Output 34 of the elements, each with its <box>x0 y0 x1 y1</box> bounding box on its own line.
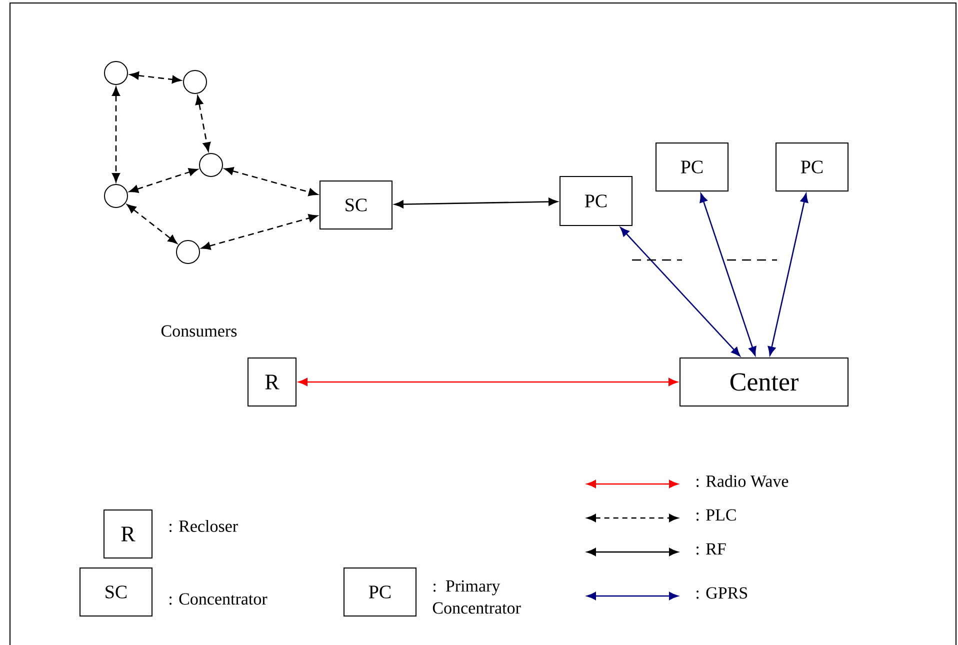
group-label: Consumers <box>161 325 237 337</box>
arrow <box>201 214 318 250</box>
arrow <box>298 378 678 386</box>
device-box: PC <box>560 176 632 226</box>
legend-text: : RF <box>696 543 726 555</box>
legend-box: R <box>104 510 152 558</box>
legend-box: SC <box>80 568 152 616</box>
consumer-circle <box>104 61 128 85</box>
consumer-circle <box>104 184 128 208</box>
legend-text: : Concentrator <box>170 593 268 605</box>
arrow <box>112 86 120 182</box>
arrow <box>620 227 740 356</box>
legend-text: : Radio Wave <box>696 474 788 488</box>
consumer-circle <box>183 70 207 94</box>
arrow <box>224 167 318 196</box>
arrow <box>126 204 178 244</box>
device-box: SC <box>320 180 392 230</box>
arrow <box>768 193 808 356</box>
legend-box: PC <box>344 568 416 616</box>
consumer-circle <box>176 240 200 264</box>
arrow <box>129 168 198 193</box>
arrow <box>394 198 558 208</box>
device-box: PC <box>656 142 728 192</box>
device-box: PC <box>776 142 849 192</box>
device-box: Center <box>680 358 849 406</box>
legend-text: : Primary Concentrator <box>432 580 521 614</box>
arrow <box>195 96 211 152</box>
legend-text: : GPRS <box>696 587 748 599</box>
device-box: R <box>248 358 296 406</box>
arrow <box>700 193 756 356</box>
consumer-circle <box>199 153 223 177</box>
legend-text: : Recloser <box>170 520 238 532</box>
arrow <box>130 72 182 84</box>
legend-text: : PLC <box>696 509 736 521</box>
